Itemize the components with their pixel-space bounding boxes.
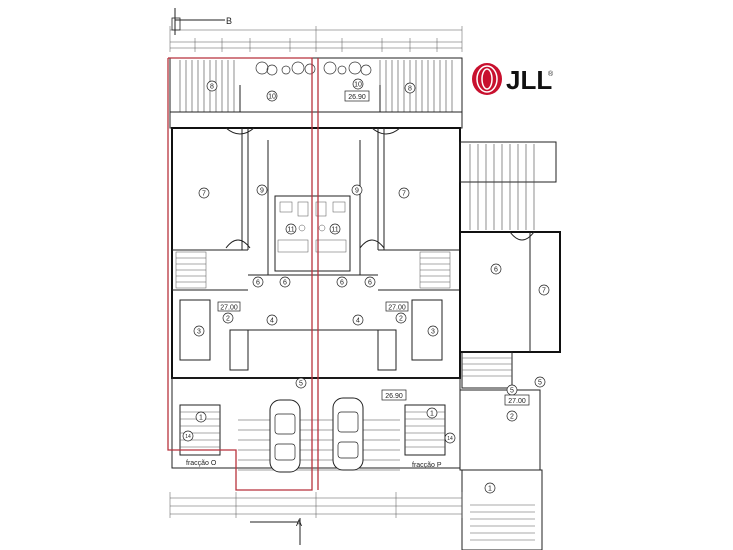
level-right-mid: 27.00 bbox=[388, 305, 406, 312]
room-number-9a: 9 bbox=[260, 188, 264, 195]
garage-zone bbox=[171, 377, 461, 473]
room-number-5a: 5 bbox=[299, 381, 303, 388]
level-center-low: 26.90 bbox=[385, 393, 403, 400]
room-number-6e: 6 bbox=[494, 267, 498, 274]
main-building bbox=[171, 127, 461, 379]
main-room-labels: 7 9 9 7 11 11 6 6 6 6 4 4 3 3 2 2 27.00 … bbox=[193, 184, 439, 337]
room-number-14a: 14 bbox=[185, 434, 191, 440]
room-number-6a: 6 bbox=[256, 280, 260, 287]
right-unit bbox=[459, 141, 561, 550]
level-top: 26.90 bbox=[348, 94, 366, 101]
room-number-14b: 14 bbox=[447, 436, 453, 442]
room-number-1b: 1 bbox=[430, 411, 434, 418]
level-left-mid: 27.00 bbox=[220, 305, 238, 312]
unit-p-label: fracção P bbox=[412, 462, 442, 469]
room-number-7c: 7 bbox=[542, 288, 546, 295]
room-number-2a: 2 bbox=[226, 316, 230, 323]
logo-registered-mark: ® bbox=[548, 70, 554, 78]
room-number-10a: 10 bbox=[268, 94, 276, 101]
room-number-7a: 7 bbox=[202, 191, 206, 198]
room-number-11b: 11 bbox=[331, 227, 338, 234]
axis-label-bottom: A bbox=[296, 518, 302, 528]
room-number-8b: 8 bbox=[408, 86, 412, 93]
room-number-2b: 2 bbox=[399, 316, 403, 323]
room-number-3b: 3 bbox=[431, 329, 435, 336]
room-number-9b: 9 bbox=[355, 188, 359, 195]
logo-wordmark: JLL bbox=[506, 65, 552, 95]
room-number-2c: 2 bbox=[510, 414, 514, 421]
axis-label-top: B bbox=[226, 16, 232, 26]
axis-marker-b: B bbox=[171, 8, 232, 35]
room-number-3a: 3 bbox=[197, 329, 201, 336]
level-far-right: 27.00 bbox=[508, 398, 526, 405]
axis-marker-a: A bbox=[250, 518, 302, 545]
unit-o-label: fracção O bbox=[186, 460, 217, 467]
garage-labels: 5 1 1 14 14 26.90 fracção O fracção P bbox=[182, 377, 456, 469]
right-unit-labels: 6 7 5 5 2 1 27.00 bbox=[484, 263, 550, 494]
jll-logo: JLL ® bbox=[472, 63, 554, 95]
room-number-4a: 4 bbox=[270, 318, 274, 325]
room-number-1c: 1 bbox=[488, 486, 492, 493]
room-number-5c: 5 bbox=[510, 388, 514, 395]
top-dimension-lines bbox=[169, 26, 463, 52]
room-number-10b: 10 bbox=[354, 82, 362, 89]
top-room-labels: 8 10 10 8 26.90 bbox=[206, 78, 416, 102]
top-garden-strip bbox=[169, 57, 463, 129]
room-number-7b: 7 bbox=[402, 191, 406, 198]
room-number-1a: 1 bbox=[199, 415, 203, 422]
bottom-dimension-lines bbox=[169, 492, 463, 518]
room-number-6c: 6 bbox=[340, 280, 344, 287]
room-number-6d: 6 bbox=[368, 280, 372, 287]
room-number-5b: 5 bbox=[538, 380, 542, 387]
room-number-4b: 4 bbox=[356, 318, 360, 325]
unit-boundary-outline bbox=[167, 57, 319, 491]
room-number-11a: 11 bbox=[287, 227, 294, 234]
room-number-8a: 8 bbox=[210, 84, 214, 91]
room-number-6b: 6 bbox=[283, 280, 287, 287]
